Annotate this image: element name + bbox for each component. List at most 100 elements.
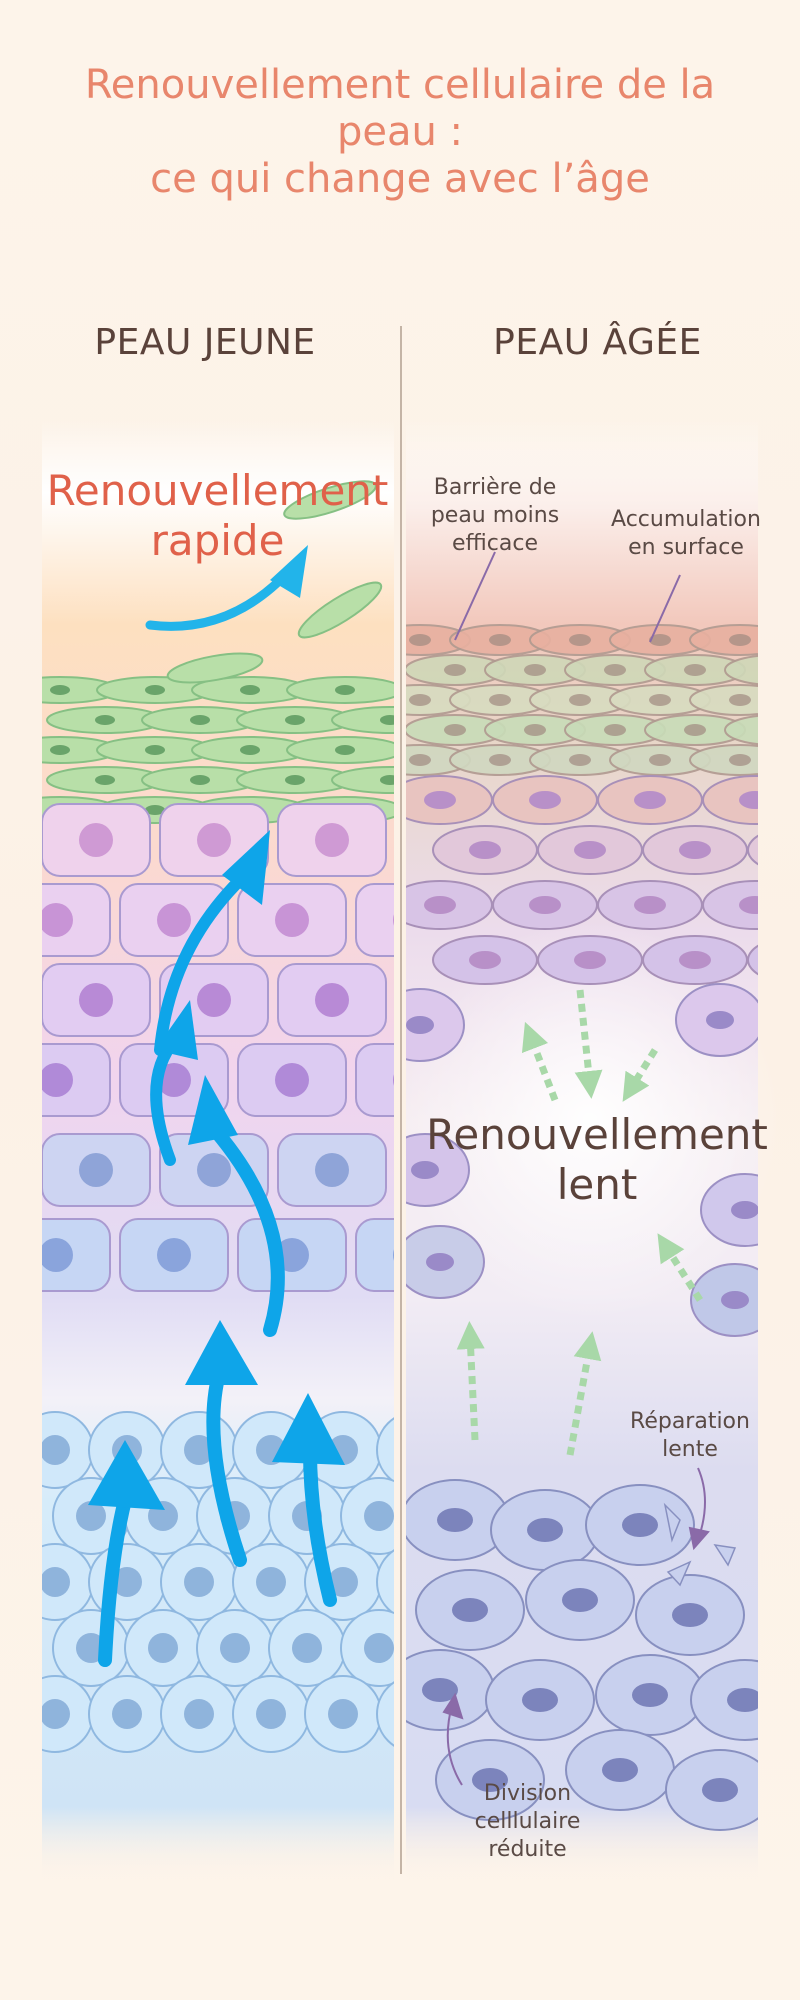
spinous-cell [237, 1218, 347, 1292]
aged-mid-cell [747, 944, 758, 976]
surface-cell [286, 676, 394, 704]
surface-cell [191, 676, 309, 704]
curved-arrow-up-icon [154, 874, 246, 1056]
fast-renewal-arrows [88, 545, 345, 1667]
page-title: Renouvellement cellulaire de la peau : c… [84, 62, 716, 202]
basal-cell [160, 1543, 238, 1621]
aged-basal-cell [635, 1574, 745, 1656]
barrier-annotation: Barrière de peau moins efficace [430, 475, 560, 556]
aged-basal-cell [415, 1569, 525, 1651]
spinous-cell [119, 1218, 229, 1292]
spinous-cell [42, 963, 151, 1037]
aged-mid-cell [492, 775, 598, 825]
basal-cell [42, 1543, 94, 1621]
dotted-arrow-icon [456, 1321, 485, 1441]
aged-mid-cell [702, 775, 758, 825]
aged-surface-cell [564, 714, 666, 746]
aged-surface-cell [689, 744, 758, 776]
division-annotation: Division celllulaire réduite [474, 1781, 581, 1862]
arrow-head-icon [88, 1440, 165, 1510]
aged-basal-cell [585, 1484, 695, 1566]
aged-mid-cell [642, 825, 748, 875]
aged-sparse-cell [406, 1225, 485, 1299]
shedding-cell [166, 652, 264, 684]
aged-basal-cell [485, 1659, 595, 1741]
aged-sparse-cell [406, 1133, 470, 1207]
curved-arrow-up-icon [206, 1363, 247, 1567]
fragment [713, 1544, 737, 1567]
spinous-cell [42, 1218, 111, 1292]
aged-surface-cell [609, 744, 711, 776]
arrow-head-icon [688, 1526, 710, 1551]
barrier-leader-line [454, 551, 496, 641]
aged-basal-cell [595, 1654, 705, 1736]
aged-sparse-cell [406, 988, 465, 1062]
aged-sparse-cell [675, 983, 758, 1057]
surface-cell [46, 706, 164, 734]
aged-surface-cell [449, 624, 551, 656]
aged-surface-cell [406, 714, 506, 746]
aged-mid-cell [432, 825, 538, 875]
arrow-head-icon [188, 1075, 238, 1145]
surface-cell [46, 766, 164, 794]
aged-basal-cell [665, 1749, 758, 1831]
aged-sparse-cell [700, 1173, 758, 1247]
surface-cell [96, 736, 214, 764]
aged-basal-cell [690, 1659, 758, 1741]
aged-cell-layers [406, 624, 758, 1831]
basal-cell [232, 1675, 310, 1753]
aged-mid-cell [702, 880, 758, 930]
aged-surface-cell [529, 684, 631, 716]
aged-mid-cell [537, 825, 643, 875]
basal-cell [340, 1477, 394, 1555]
spinous-cell [237, 1043, 347, 1117]
accumulation-leader-line [649, 574, 681, 643]
curved-arrow-up-icon [145, 565, 295, 631]
curved-arrow-up-icon [303, 1443, 337, 1607]
aged-surface-cell [484, 654, 586, 686]
spinous-cell [277, 963, 387, 1037]
fragment [663, 1502, 681, 1543]
young-skin-heading: PEAU JEUNE [94, 322, 316, 363]
aged-basal-cell [435, 1739, 545, 1821]
aged-basal-cell [490, 1489, 600, 1571]
aged-basal-cell [406, 1479, 510, 1561]
basal-cell [340, 1609, 394, 1687]
slow-renewal-label: Renouvellement lent [426, 1110, 768, 1209]
surface-cell [331, 706, 394, 734]
dotted-arrow-icon [657, 1233, 703, 1302]
arrow-head-icon [155, 1000, 198, 1060]
aged-surface-cell [689, 684, 758, 716]
dotted-arrow-icon [566, 1331, 602, 1456]
spinous-cell [42, 1133, 151, 1207]
basal-cell [160, 1675, 238, 1753]
aged-mid-cell [492, 880, 598, 930]
basal-cell [160, 1411, 238, 1489]
aged-mid-cell [537, 935, 643, 985]
aged-mid-cell [642, 935, 748, 985]
spinous-cell [355, 1043, 394, 1117]
spinous-cell [237, 883, 347, 957]
spinous-cell [42, 1043, 111, 1117]
young-cell-layers [42, 480, 394, 1753]
spinous-cell [355, 1218, 394, 1292]
curved-arrow-up-icon [98, 1493, 132, 1667]
basal-cell [268, 1609, 346, 1687]
basal-cell [88, 1543, 166, 1621]
surface-cell [191, 736, 309, 764]
accumulation-annotation: Accumulation en surface [611, 507, 761, 560]
aged-skin-heading: PEAU ÂGÉE [493, 322, 702, 363]
fragment [666, 1560, 692, 1587]
shedding-cell [297, 581, 383, 639]
aged-surface-cell [529, 744, 631, 776]
basal-cell [376, 1681, 394, 1747]
arrow-head-icon [185, 1320, 258, 1385]
aged-surface-cell [689, 624, 758, 656]
aged-surface-cell [724, 654, 758, 686]
basal-cell [196, 1609, 274, 1687]
arrow-head-icon [222, 830, 270, 905]
aged-mid-cell [406, 775, 493, 825]
dotted-arrow-icon [521, 1021, 559, 1102]
surface-cell [331, 766, 394, 794]
